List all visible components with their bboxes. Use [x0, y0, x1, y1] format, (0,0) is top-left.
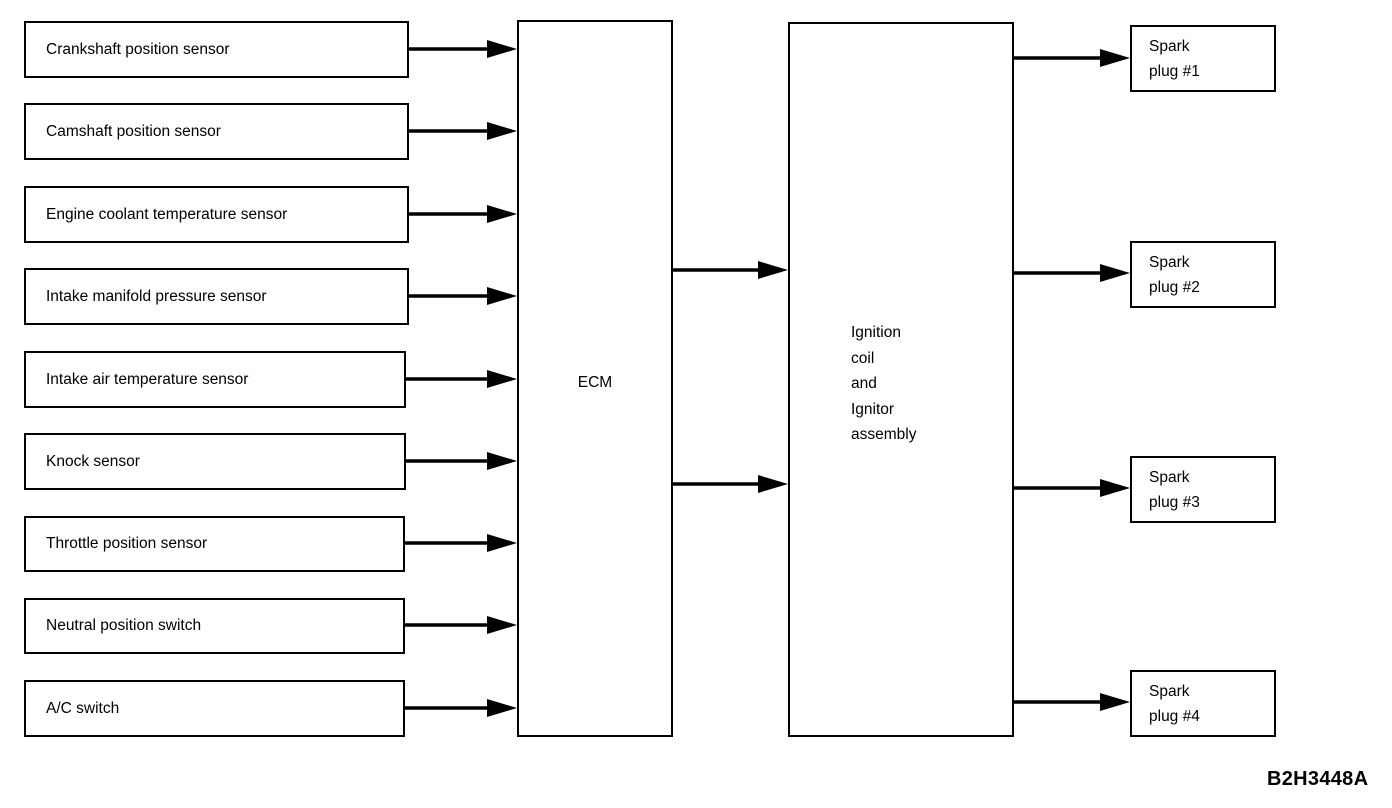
arrow-sensor-1-to-ecm: [409, 35, 517, 63]
ecm-box: ECM: [517, 20, 673, 737]
arrow-ignition-coil-to-spark-plug-3: [1014, 474, 1130, 502]
sensor-box-knock-sensor: Knock sensor: [24, 433, 406, 490]
spark-plug-box-3-label: Spark plug #3: [1149, 468, 1200, 511]
arrow-sensor-9-to-ecm: [405, 694, 517, 722]
sensor-box-engine-coolant-temperature-sensor: Engine coolant temperature sensor: [24, 186, 409, 243]
sensor-box-camshaft-position-sensor-label: Camshaft position sensor: [46, 122, 221, 140]
spark-plug-box-1: Spark plug #1: [1130, 25, 1276, 92]
arrow-ignition-coil-to-spark-plug-2: [1014, 259, 1130, 287]
sensor-box-intake-manifold-pressure-sensor: Intake manifold pressure sensor: [24, 268, 409, 325]
sensor-box-knock-sensor-label: Knock sensor: [46, 452, 140, 470]
sensor-box-engine-coolant-temperature-sensor-label: Engine coolant temperature sensor: [46, 205, 288, 223]
arrow-sensor-7-to-ecm: [405, 529, 517, 557]
spark-plug-box-3: Spark plug #3: [1130, 456, 1276, 523]
arrow-sensor-2-to-ecm: [409, 117, 517, 145]
ignition-coil-and-ignitor-assembly-box: Ignition coil and Ignitor assembly: [788, 22, 1014, 737]
arrow-ignition-coil-to-spark-plug-4: [1014, 688, 1130, 716]
sensor-box-neutral-position-switch-label: Neutral position switch: [46, 617, 202, 635]
sensor-box-camshaft-position-sensor: Camshaft position sensor: [24, 103, 409, 160]
arrow-ecm-to-ignition-coil-1: [673, 256, 788, 284]
ecm-box-label: ECM: [577, 374, 613, 391]
spark-plug-box-4-label: Spark plug #4: [1149, 682, 1200, 725]
sensor-box-neutral-position-switch: Neutral position switch: [24, 598, 405, 654]
ignition-coil-and-ignitor-assembly-box-label: Ignition coil and Ignitor assembly: [851, 324, 917, 443]
sensor-box-throttle-position-sensor: Throttle position sensor: [24, 516, 405, 572]
arrow-sensor-5-to-ecm: [406, 365, 517, 393]
arrow-sensor-6-to-ecm: [406, 447, 517, 475]
arrow-sensor-3-to-ecm: [409, 200, 517, 228]
spark-plug-box-1-label: Spark plug #1: [1149, 37, 1200, 80]
arrow-ecm-to-ignition-coil-2: [673, 470, 788, 498]
spark-plug-box-2: Spark plug #2: [1130, 241, 1276, 308]
sensor-box-a-c-switch: A/C switch: [24, 680, 405, 737]
sensor-box-crankshaft-position-sensor-label: Crankshaft position sensor: [46, 40, 230, 58]
sensor-box-crankshaft-position-sensor: Crankshaft position sensor: [24, 21, 409, 78]
arrow-sensor-8-to-ecm: [405, 611, 517, 639]
sensor-box-throttle-position-sensor-label: Throttle position sensor: [46, 535, 208, 553]
sensor-box-intake-air-temperature-sensor-label: Intake air temperature sensor: [46, 370, 249, 388]
sensor-box-intake-air-temperature-sensor: Intake air temperature sensor: [24, 351, 406, 408]
sensor-box-intake-manifold-pressure-sensor-label: Intake manifold pressure sensor: [46, 287, 267, 305]
arrow-sensor-4-to-ecm: [409, 282, 517, 310]
sensor-box-a-c-switch-label: A/C switch: [46, 699, 120, 717]
spark-plug-box-2-label: Spark plug #2: [1149, 253, 1200, 296]
arrow-ignition-coil-to-spark-plug-1: [1014, 44, 1130, 72]
figure-reference-code: B2H3448A: [1267, 768, 1369, 790]
spark-plug-box-4: Spark plug #4: [1130, 670, 1276, 737]
